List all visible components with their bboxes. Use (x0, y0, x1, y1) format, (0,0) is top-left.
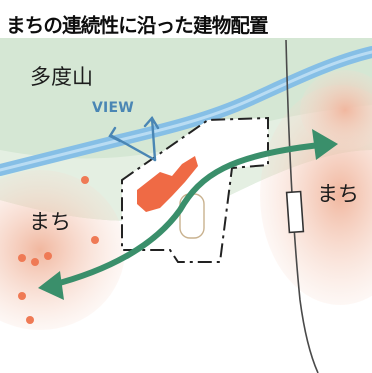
flow-arrowhead-right (312, 129, 338, 160)
view-arrows (108, 115, 160, 162)
river-shine (0, 50, 372, 172)
railway (285, 39, 319, 373)
town-dots (18, 176, 99, 324)
mountain-label: 多度山 (30, 65, 93, 89)
town-zone-left (0, 170, 125, 330)
view-label: VIEW (92, 100, 134, 116)
flow-arrowhead-left (38, 271, 64, 300)
diagram-title: まちの連続性に沿った建物配置 (6, 14, 269, 37)
building-mass (137, 156, 198, 212)
town-zone-top-right (300, 70, 372, 150)
station (285, 190, 305, 234)
flow-arrow-line (49, 142, 323, 288)
town-label-left: まち (29, 210, 71, 234)
town-label-right: まち (317, 182, 359, 206)
